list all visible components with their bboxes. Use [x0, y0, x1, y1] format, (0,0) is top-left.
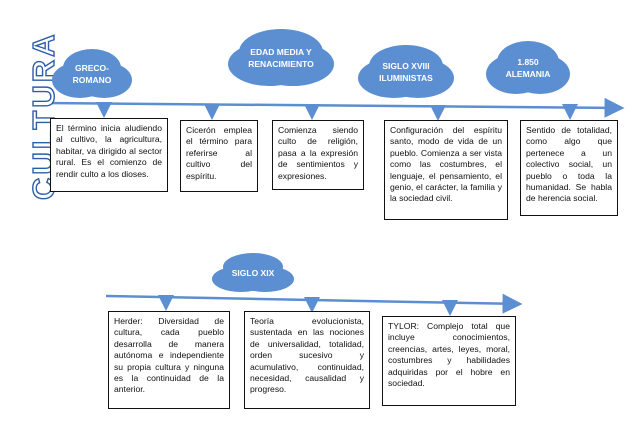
box-tylor: TYLOR: Complejo total que incluye conoci…	[382, 316, 516, 406]
cloud-alemania-line1: 1.850	[517, 57, 539, 67]
cloud-edad-line2: RENACIMIENTO	[248, 59, 314, 69]
box-alemania: Sentido de totalidad, como algo que pert…	[520, 120, 618, 216]
cloud-siglo-xviii: SIGLO XVIII ILUMINISTAS	[368, 50, 444, 94]
cloud-greco-romano: GRECO- ROMANO	[62, 54, 122, 94]
box-iluministas: Configuración del espíritu santo, modo d…	[384, 120, 508, 220]
box-ciceron: Cicerón emplea el término para referirse…	[180, 120, 258, 192]
cloud-edad-line1: EDAD MEDIA Y	[250, 47, 312, 57]
top-timeline-line	[45, 97, 625, 118]
box-greco-romano: El término inicia aludiendo al cultivo, …	[50, 118, 168, 192]
cloud-siglo-xix: SIGLO XIX	[222, 258, 284, 288]
cloud-alemania-line2: ALEMANIA	[505, 69, 551, 79]
cloud-xviii-line2: ILUMINISTAS	[379, 73, 433, 83]
cloud-xix-line1: SIGLO XIX	[231, 268, 275, 278]
cloud-greco-line1: GRECO-	[75, 63, 109, 73]
box-culto-religion: Comienza siendo culto de religión, pasa …	[272, 120, 364, 190]
cloud-edad-media: EDAD MEDIA Y RENACIMIENTO	[238, 34, 324, 82]
cloud-xviii-line1: SIGLO XVIII	[382, 61, 430, 71]
cloud-alemania: 1.850 ALEMANIA	[496, 46, 560, 90]
box-herder: Herder: Diversidad de cultura, cada pueb…	[108, 311, 230, 409]
cloud-greco-line2: ROMANO	[72, 75, 112, 85]
box-teoria-evolucionista: Teoría evolucionista, sustentada en las …	[244, 311, 370, 409]
